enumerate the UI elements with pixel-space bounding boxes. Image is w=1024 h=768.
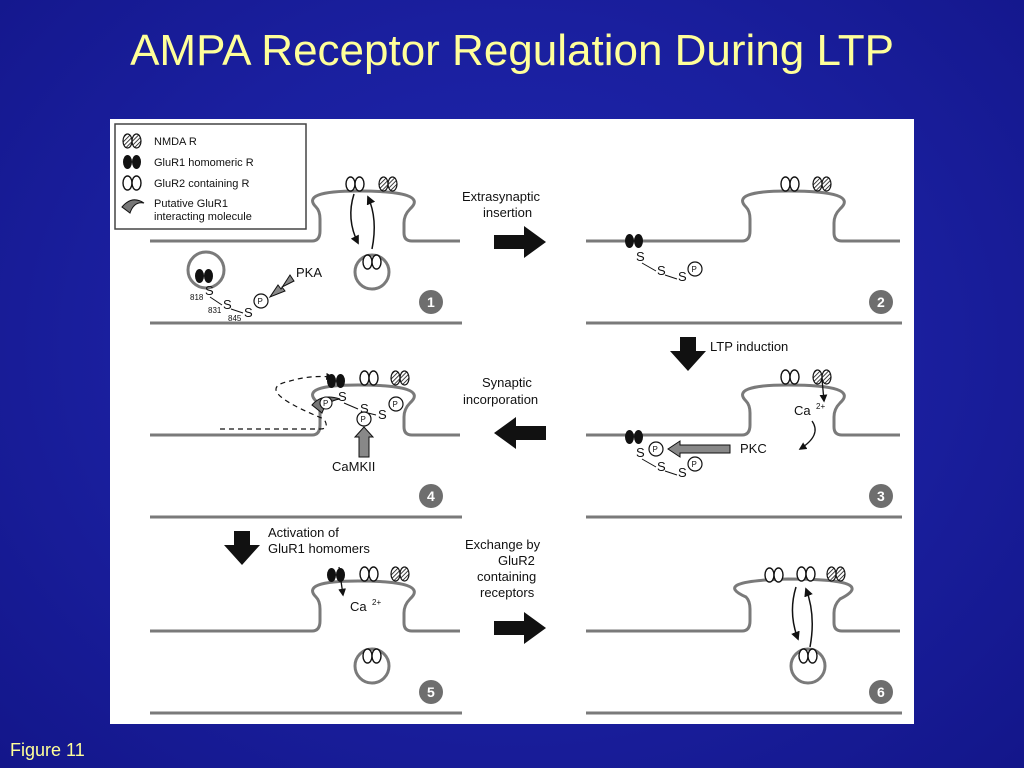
svg-text:2+: 2+ — [816, 402, 825, 411]
legend-putative-1: Putative GluR1 — [154, 198, 228, 210]
svg-text:S: S — [657, 263, 666, 278]
stage-4: P S S S P P CaMKII 4 — [150, 370, 462, 519]
svg-text:Ca: Ca — [794, 403, 811, 418]
svg-text:Extrasynaptic: Extrasynaptic — [462, 189, 541, 204]
pka-label: PKA — [296, 265, 322, 280]
svg-text:S: S — [678, 465, 687, 480]
svg-text:2+: 2+ — [372, 598, 381, 607]
svg-text:1: 1 — [427, 294, 435, 310]
slide-title: AMPA Receptor Regulation During LTP — [130, 26, 894, 75]
svg-text:P: P — [653, 445, 658, 454]
svg-text:S: S — [678, 269, 687, 284]
svg-text:P: P — [692, 265, 697, 274]
svg-text:6: 6 — [877, 684, 885, 700]
step-badge-6 — [869, 680, 893, 704]
step-badge-4 — [419, 484, 443, 508]
step-badge-2 — [869, 290, 893, 314]
stage-6: 6 — [586, 566, 902, 715]
arrow-synaptic-incorporation: Synaptic incorporation — [463, 375, 546, 449]
legend-nmda: NMDA R — [154, 136, 197, 148]
svg-text:831: 831 — [208, 306, 222, 315]
svg-text:P: P — [692, 460, 697, 469]
figure-label: Figure 11 — [10, 740, 85, 760]
svg-text:818: 818 — [190, 293, 204, 302]
stage-5: Ca 2+ 5 — [150, 566, 462, 715]
svg-text:3: 3 — [877, 488, 885, 504]
svg-text:Exchange by: Exchange by — [465, 537, 541, 552]
svg-text:incorporation: incorporation — [463, 392, 538, 407]
svg-text:insertion: insertion — [483, 205, 532, 220]
stage-3: Ca 2+ PKC S P S S P 3 — [586, 369, 902, 519]
svg-text:845: 845 — [228, 314, 242, 323]
svg-text:S: S — [378, 407, 387, 422]
svg-text:GluR1 homomers: GluR1 homomers — [268, 541, 370, 556]
svg-text:S: S — [360, 401, 369, 416]
svg-text:4: 4 — [427, 488, 435, 504]
arrow-exchange: Exchange by GluR2 containing receptors — [465, 537, 546, 644]
legend-glur2: GluR2 containing R — [154, 178, 249, 190]
legend-putative-2: interacting molecule — [154, 211, 252, 223]
interacting-molecule-icon — [121, 199, 145, 214]
svg-text:Synaptic: Synaptic — [482, 375, 532, 390]
pkc-label: PKC — [740, 441, 767, 456]
step-badge-3 — [869, 484, 893, 508]
svg-text:S: S — [244, 305, 253, 320]
svg-text:S: S — [338, 389, 347, 404]
svg-text:S: S — [657, 459, 666, 474]
arrow-ltp-induction: LTP induction — [670, 337, 788, 371]
camkii-label: CaMKII — [332, 459, 375, 474]
legend-glur1: GluR1 homomeric R — [154, 157, 254, 169]
figure-panel: NMDA R GluR1 homomeric R GluR2 containin… — [110, 119, 914, 724]
svg-text:containing: containing — [477, 569, 536, 584]
svg-text:LTP induction: LTP induction — [710, 339, 788, 354]
svg-text:2: 2 — [877, 294, 885, 310]
legend: NMDA R GluR1 homomeric R GluR2 containin… — [114, 123, 307, 230]
svg-text:P: P — [361, 415, 366, 424]
stage-2: S S S P 2 — [586, 176, 902, 325]
svg-text:S: S — [223, 297, 232, 312]
svg-text:S: S — [636, 445, 645, 460]
svg-text:Ca: Ca — [350, 599, 367, 614]
svg-text:S: S — [205, 283, 214, 298]
step-badge-1 — [419, 290, 443, 314]
step-badge-5 — [419, 680, 443, 704]
svg-text:Activation of: Activation of — [268, 525, 339, 540]
stage-1: S 818 S 831 S 845 P PKA 1 — [150, 176, 462, 325]
svg-text:receptors: receptors — [480, 585, 535, 600]
svg-text:P: P — [323, 399, 328, 408]
arrow-activation: Activation of GluR1 homomers — [224, 525, 370, 565]
svg-text:P: P — [393, 400, 398, 409]
svg-text:GluR2: GluR2 — [498, 553, 535, 568]
svg-text:S: S — [636, 249, 645, 264]
arrow-extrasynaptic: Extrasynaptic insertion — [462, 189, 546, 258]
svg-text:P: P — [258, 297, 263, 306]
svg-text:5: 5 — [427, 684, 435, 700]
